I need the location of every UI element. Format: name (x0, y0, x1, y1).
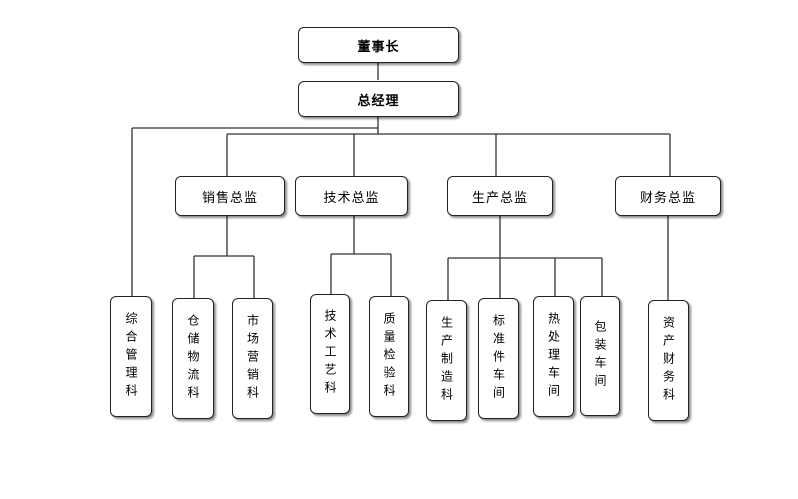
tech-director-label: 技术总监 (323, 190, 380, 206)
packaging-workshop-label: 包装车间 (593, 320, 607, 392)
quality-inspection-label: 质量检验科 (382, 311, 396, 402)
production-manufacturing-box: 生产制造科 (426, 300, 467, 421)
finance-director-label: 财务总监 (639, 190, 696, 206)
asset-finance-label: 资产财务科 (661, 315, 676, 406)
production-director-box: 生产总监 (447, 176, 553, 216)
finance-director-box: 财务总监 (615, 176, 721, 216)
warehouse-logistics-box: 仓储物流科 (172, 298, 214, 419)
tech-process-label: 技术工艺科 (323, 309, 337, 399)
chairman-label: 董事长 (357, 39, 400, 55)
production-manufacturing-label: 生产制造科 (439, 315, 454, 406)
general-affairs-box: 综合管理科 (110, 296, 152, 417)
sales-director-label: 销售总监 (201, 190, 258, 206)
marketing-box: 市场营销科 (232, 298, 273, 419)
heat-treatment-workshop-box: 热处理车间 (533, 296, 574, 417)
chairman-box: 董事长 (298, 27, 459, 63)
general-affairs-label: 综合管理科 (124, 311, 138, 402)
heat-treatment-workshop-label: 热处理车间 (546, 311, 561, 402)
general-manager-box: 总经理 (298, 81, 459, 117)
warehouse-logistics-label: 仓储物流科 (186, 313, 200, 404)
general-manager-label: 总经理 (357, 93, 400, 109)
tech-director-box: 技术总监 (295, 176, 408, 216)
tech-process-box: 技术工艺科 (310, 294, 350, 414)
standard-parts-workshop-label: 标准件车间 (491, 313, 506, 404)
standard-parts-workshop-box: 标准件车间 (478, 298, 519, 419)
quality-inspection-box: 质量检验科 (369, 296, 409, 417)
packaging-workshop-box: 包装车间 (580, 296, 620, 416)
production-director-label: 生产总监 (471, 190, 528, 206)
asset-finance-box: 资产财务科 (648, 300, 689, 421)
sales-director-box: 销售总监 (175, 176, 285, 216)
marketing-label: 市场营销科 (245, 313, 260, 404)
